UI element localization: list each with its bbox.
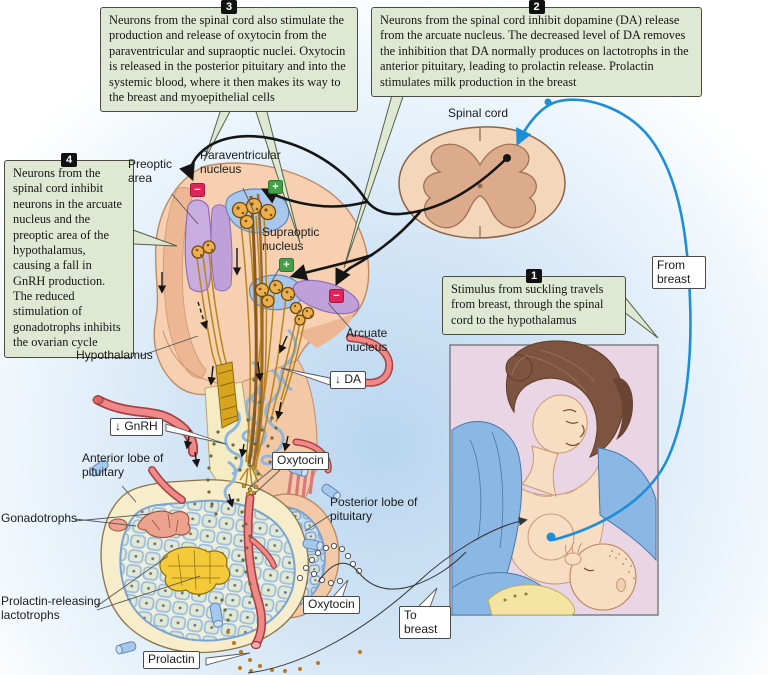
mother-baby-panel [449,340,659,616]
to-breast-routes [247,516,528,674]
lactotroph-cells [159,546,231,595]
label-pointers [74,187,438,666]
breast-stimulus-dot [546,532,556,542]
neuron-cell-bodies [191,197,315,326]
spinal-nerve-paths [179,134,511,287]
oxytocin-dots [296,542,363,587]
hormone-dots-olive [206,378,278,622]
blood-vessels [92,334,394,650]
oxytocin-terminals [239,465,263,497]
gnrh-fiber-bundle [215,361,239,429]
spinal-cord-section [398,126,566,239]
arcuate-nucleus-region [292,279,360,315]
prolactin-dots [226,630,362,673]
gonadotroph-cells [108,510,191,539]
hypothalamo-hypophyseal-tract [247,193,264,467]
